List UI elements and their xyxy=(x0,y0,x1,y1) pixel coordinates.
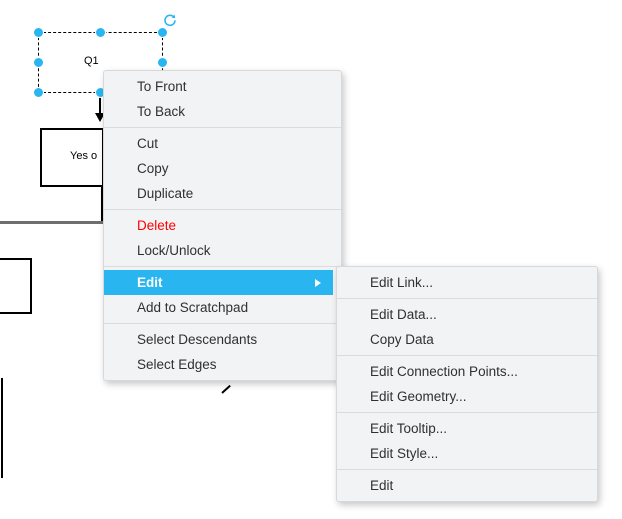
context-menu-item-edit[interactable]: Edit xyxy=(104,270,333,295)
context-menu-item-select-edges[interactable]: Select Edges xyxy=(137,357,217,372)
edit-submenu-separator xyxy=(337,298,597,299)
context-menu-item-cut[interactable]: Cut xyxy=(137,136,159,151)
resize-handle-middle-right[interactable] xyxy=(158,58,167,67)
submenu-arrow-icon xyxy=(315,278,321,287)
context-menu-separator xyxy=(104,127,341,128)
edge-segment-vertical-right[interactable] xyxy=(101,187,103,223)
edit-submenu-item-edit-connection-points[interactable]: Edit Connection Points... xyxy=(370,364,518,379)
edit-submenu-item-copy-data[interactable]: Copy Data xyxy=(370,332,434,347)
context-menu-item-lock-unlock[interactable]: Lock/Unlock xyxy=(137,243,211,258)
rotate-icon[interactable] xyxy=(163,13,177,27)
edit-submenu-separator xyxy=(337,469,597,470)
edit-submenu-item-edit-data[interactable]: Edit Data... xyxy=(370,307,437,322)
context-menu-item-delete[interactable]: Delete xyxy=(137,218,177,233)
edit-submenu-item-edit-link[interactable]: Edit Link... xyxy=(370,275,434,290)
context-menu-item-duplicate[interactable]: Duplicate xyxy=(137,186,194,201)
edit-submenu-separator xyxy=(337,355,597,356)
resize-handle-middle-left[interactable] xyxy=(34,58,43,67)
resize-handle-bottom-left[interactable] xyxy=(34,88,43,97)
edit-submenu-separator xyxy=(337,412,597,413)
shape-label-yes: Yes o xyxy=(70,150,98,162)
context-menu-separator xyxy=(104,266,341,267)
context-menu-item-copy[interactable]: Copy xyxy=(137,161,169,176)
resize-handle-top-right[interactable] xyxy=(158,28,167,37)
edit-submenu-item-edit-geometry[interactable]: Edit Geometry... xyxy=(370,389,467,404)
context-menu-item-select-descendants[interactable]: Select Descendants xyxy=(137,332,258,347)
context-menu-separator xyxy=(104,209,341,210)
edge-arrowhead-diagonal xyxy=(221,384,231,394)
shape-box-lower[interactable] xyxy=(0,258,32,314)
context-menu-item-to-back[interactable]: To Back xyxy=(137,104,186,119)
edit-submenu-item-edit[interactable]: Edit xyxy=(370,478,394,493)
shape-box-yes[interactable] xyxy=(40,128,104,187)
edit-submenu-item-edit-style[interactable]: Edit Style... xyxy=(370,446,439,461)
edge-segment-vertical-left-lower[interactable] xyxy=(1,378,3,478)
resize-handle-top-center[interactable] xyxy=(96,28,105,37)
context-menu-item-to-front[interactable]: To Front xyxy=(137,79,187,94)
edge-segment-vertical-top[interactable] xyxy=(99,94,101,116)
context-menu-item-add-to-scratchpad[interactable]: Add to Scratchpad xyxy=(137,300,249,315)
edge-arrowhead-down xyxy=(95,113,105,122)
selected-shape-label: Q1 xyxy=(84,55,99,67)
edge-segment-horizontal-gray[interactable] xyxy=(0,221,103,224)
resize-handle-top-left[interactable] xyxy=(34,28,43,37)
resize-handle-bottom-center[interactable] xyxy=(96,88,105,97)
context-menu-separator xyxy=(104,323,341,324)
edit-submenu-item-edit-tooltip[interactable]: Edit Tooltip... xyxy=(370,421,448,436)
